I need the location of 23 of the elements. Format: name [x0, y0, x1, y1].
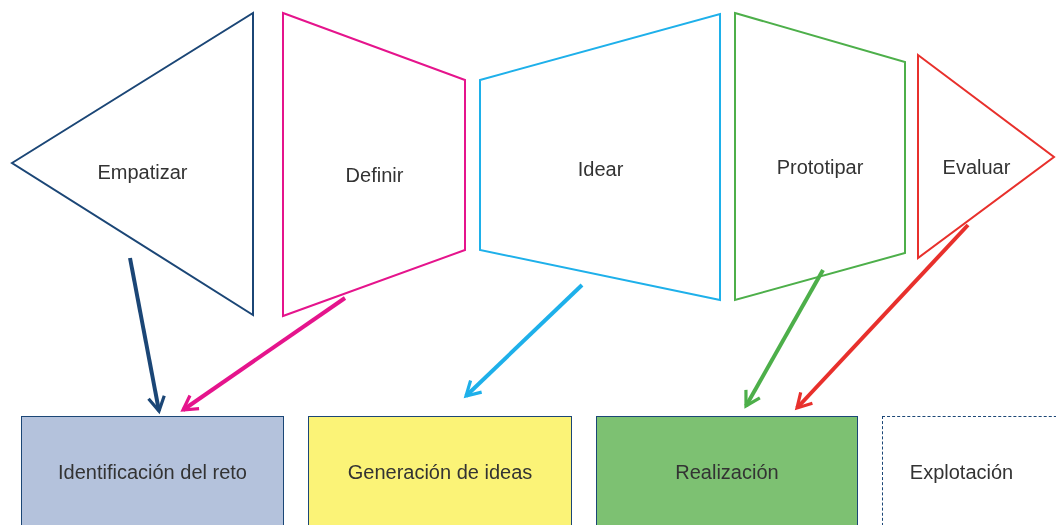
- stage-shape: [479, 13, 722, 302]
- phase-box: [882, 416, 1056, 525]
- arrow: [744, 269, 825, 408]
- stage-label: Evaluar: [942, 155, 1011, 179]
- stage-shape: [917, 54, 1056, 260]
- arrow: [464, 283, 584, 398]
- phase-label: Explotación: [909, 461, 1014, 484]
- stage-shape: [10, 12, 255, 317]
- arrow: [181, 296, 347, 412]
- phase-label: Identificación del reto: [58, 461, 247, 484]
- stage-label: Idear: [577, 158, 624, 181]
- stage-label: Definir: [345, 163, 404, 187]
- stage-shape: [282, 12, 467, 318]
- arrow: [128, 257, 166, 413]
- stage-label: Prototipar: [776, 155, 864, 179]
- stage-label: Empatizar: [97, 161, 188, 184]
- phase-box: [21, 416, 284, 525]
- phase-label: Generación de ideas: [347, 461, 533, 484]
- phase-label: Realización: [675, 461, 779, 484]
- phase-box: [596, 416, 858, 525]
- arrow: [795, 223, 970, 410]
- phase-box: [308, 416, 572, 525]
- stage-shape: [734, 12, 906, 302]
